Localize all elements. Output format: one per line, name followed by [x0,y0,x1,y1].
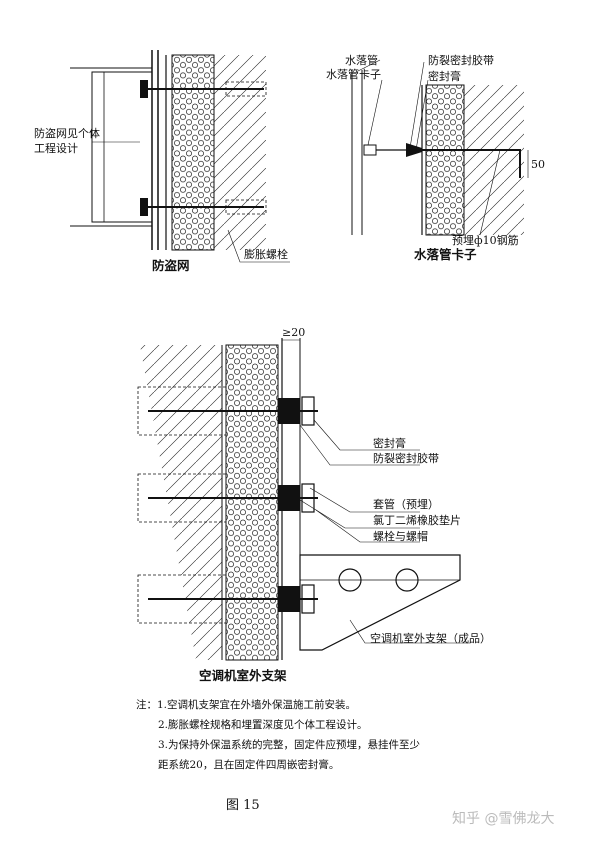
label-expansion-bolt: 膨胀螺栓 [244,247,288,261]
anchor-bolt-1 [137,386,318,436]
pipe-clip [363,144,377,156]
note-1-row: 注：1.空调机支架宜在外墙外保温施工前安装。 [136,695,576,715]
label-bolt-nut: 螺栓与螺帽 [373,529,428,543]
note-3b: 距系统20，且在固定件四周嵌密封膏。 [158,759,340,771]
label-rubber-pad: 氯丁二烯橡胶垫片 [373,513,461,527]
label-sealant-3: 密封膏 [373,436,406,450]
insulation-layer-2 [425,84,465,236]
note-1: 1.空调机支架宜在外墙外保温施工前安装。 [157,699,357,711]
anchor-bolt-2 [137,473,318,523]
title-downpipe-clip: 水落管卡子 [414,247,477,262]
notes-block: 注：1.空调机支架宜在外墙外保温施工前安装。 2.膨胀螺栓规格和埋置深度见个体工… [136,695,576,775]
anchor-bolt-3 [137,574,318,624]
wall-concrete [214,55,266,250]
figure-anti-theft-net: 防盗网见个体 工程设计 膨胀螺栓 防盗网 [34,50,290,273]
insulation-layer-3 [225,344,279,661]
label-net: 防盗网见个体 [34,126,100,140]
label-rebar: 预埋ф10钢筋 [452,233,519,247]
dim-50: 50 [531,158,545,171]
ac-bracket [299,554,461,651]
bracket-hole-1 [338,568,362,592]
note-3a: 3.为保持外保温系统的完整，固定件应预埋，悬挂件至少 [158,739,421,751]
label-crack-tape: 防裂密封胶带 [428,53,494,67]
label-crack-tape-3: 防裂密封胶带 [373,451,439,465]
note-2: 2.膨胀螺栓规格和埋置深度见个体工程设计。 [158,719,368,731]
title-anti-theft-net: 防盗网 [152,258,190,273]
figure-caption: 图 15 [226,798,260,813]
label-net-2: 工程设计 [34,142,78,155]
label-sleeve: 套管（预埋） [373,497,439,511]
insulation-layer [171,54,215,251]
dim-ge-20: ≥20 [282,326,305,339]
title-ac-bracket: 空调机室外支架 [199,668,287,683]
wall-concrete-3 [140,345,222,660]
figure-ac-bracket: ≥20 密封膏 防 [137,326,491,683]
notes-prefix: 注： [136,699,157,711]
label-sealant: 密封膏 [428,69,461,83]
expansion-bolt-bottom [140,198,267,216]
expansion-bolt-top [140,80,267,98]
wall-concrete-2 [464,85,524,235]
label-downpipe: 水落管 [345,53,378,67]
watermark: 知乎 @雪佛龙大 [452,811,555,827]
figure-downpipe-clip: 50 水落管 水落管卡子 防裂密封胶带 密封膏 预埋ф10钢筋 水落管卡子 [326,53,545,262]
label-pipe-clip: 水落管卡子 [326,67,381,81]
label-ac-bracket: 空调机室外支架（成品） [370,631,491,645]
bracket-hole-2 [395,568,419,592]
